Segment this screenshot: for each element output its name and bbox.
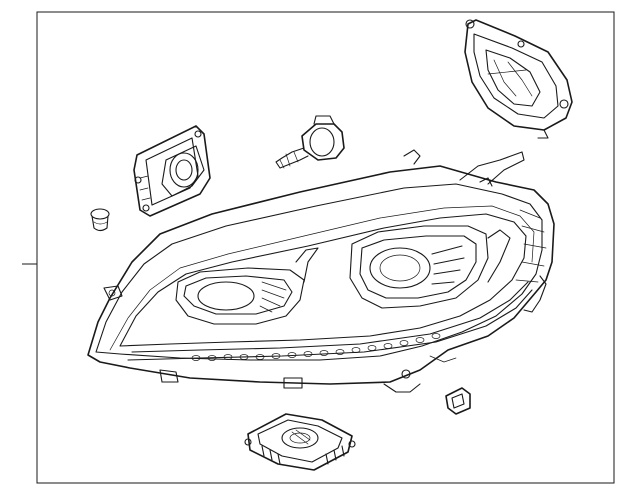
rear-cover[interactable] bbox=[464, 19, 573, 139]
bulb-socket[interactable] bbox=[275, 115, 345, 169]
headlamp-assembly[interactable] bbox=[87, 149, 555, 393]
rubber-plug[interactable] bbox=[90, 208, 110, 232]
clip[interactable] bbox=[445, 387, 471, 415]
diagram-frame bbox=[22, 11, 615, 484]
ballast-module[interactable] bbox=[244, 413, 356, 471]
led-control-module[interactable] bbox=[133, 125, 211, 217]
drl-led-row bbox=[191, 333, 441, 361]
